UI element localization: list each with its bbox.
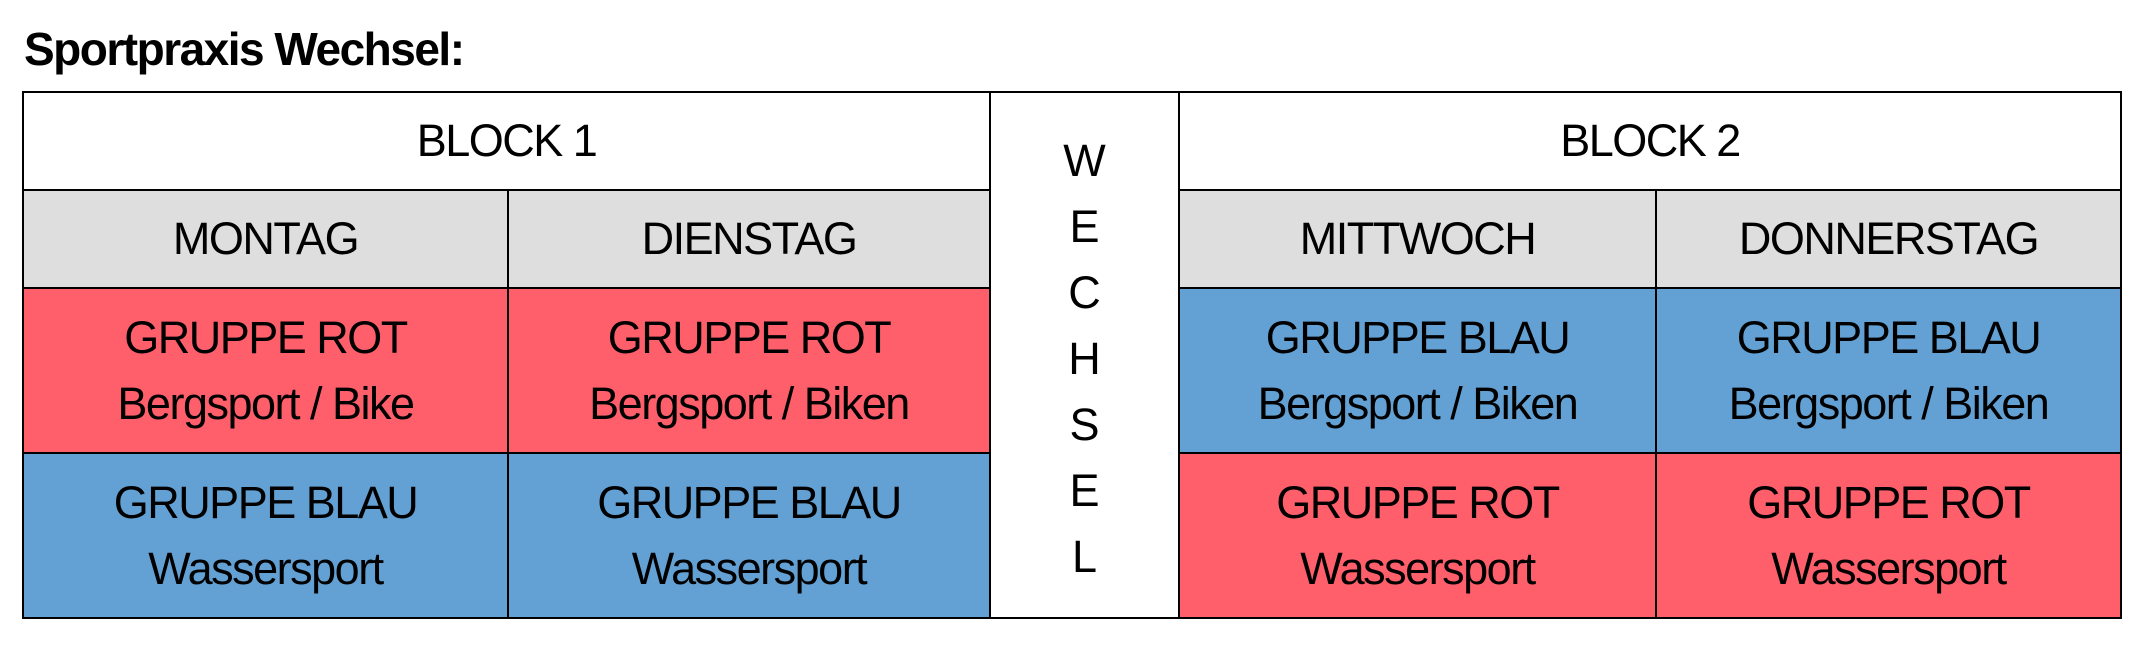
activity-label: Bergsport / Biken <box>589 377 910 429</box>
wechsel-letter: H <box>1068 333 1101 384</box>
activity-label: Wassersport <box>631 542 868 594</box>
activity-label: Wassersport <box>1771 542 2007 594</box>
activity-label: Bergsport / Biken <box>1728 377 2050 429</box>
day-header-mittwoch: MITTWOCH <box>1178 189 1657 289</box>
page-title: Sportpraxis Wechsel: <box>24 23 465 75</box>
schedule-cell: GRUPPE BLAU Bergsport / Biken <box>1655 287 2122 454</box>
schedule-row-1: GRUPPE ROT Bergsport / Bike GRUPPE ROT B… <box>22 287 2122 454</box>
day-header-donnerstag: DONNERSTAG <box>1655 189 2122 289</box>
wechsel-letter: E <box>1069 465 1100 516</box>
group-label: GRUPPE BLAU <box>113 477 419 529</box>
schedule-cell: GRUPPE ROT Bergsport / Biken <box>507 287 991 454</box>
group-label: GRUPPE ROT <box>607 312 892 364</box>
wechsel-letter: C <box>1068 267 1101 318</box>
activity-label: Bergsport / Bike <box>117 377 415 429</box>
wechsel-letter: L <box>1071 531 1098 582</box>
day-header-montag: MONTAG <box>22 189 509 289</box>
day-header-dienstag: DIENSTAG <box>507 189 991 289</box>
group-label: GRUPPE BLAU <box>597 477 902 529</box>
block-1-header: BLOCK 1 <box>22 91 991 191</box>
schedule-table: BLOCK 1 W E C H S E L BLOCK 2 MONTAG DIE… <box>22 91 2122 619</box>
block-header-row: BLOCK 1 W E C H S E L BLOCK 2 <box>22 91 2122 619</box>
wechsel-column: W E C H S E L <box>989 91 1180 619</box>
schedule-cell: GRUPPE BLAU Bergsport / Biken <box>1178 287 1657 454</box>
schedule-cell: GRUPPE BLAU Wassersport <box>22 452 509 619</box>
wechsel-letter: E <box>1069 201 1100 252</box>
wechsel-letters: W E C H S E L <box>991 120 1178 590</box>
schedule-cell: GRUPPE ROT Wassersport <box>1655 452 2122 619</box>
activity-label: Bergsport / Biken <box>1257 377 1579 429</box>
group-label: GRUPPE BLAU <box>1736 312 2042 364</box>
activity-label: Wassersport <box>148 542 384 594</box>
schedule-cell: GRUPPE BLAU Wassersport <box>507 452 991 619</box>
schedule-row-2: GRUPPE BLAU Wassersport GRUPPE BLAU Wass… <box>22 452 2122 619</box>
schedule-cell: GRUPPE ROT Wassersport <box>1178 452 1657 619</box>
group-label: GRUPPE ROT <box>124 312 408 364</box>
group-label: GRUPPE ROT <box>1276 477 1560 529</box>
day-header-row: MONTAG DIENSTAG MITTWOCH DONNERSTAG <box>22 189 2122 289</box>
schedule-cell: GRUPPE ROT Bergsport / Bike <box>22 287 509 454</box>
wechsel-letter: S <box>1069 399 1100 450</box>
block-2-header: BLOCK 2 <box>1178 91 2122 191</box>
group-label: GRUPPE BLAU <box>1265 312 1571 364</box>
wechsel-letter: W <box>1063 135 1106 186</box>
group-label: GRUPPE ROT <box>1747 477 2031 529</box>
activity-label: Wassersport <box>1300 542 1536 594</box>
